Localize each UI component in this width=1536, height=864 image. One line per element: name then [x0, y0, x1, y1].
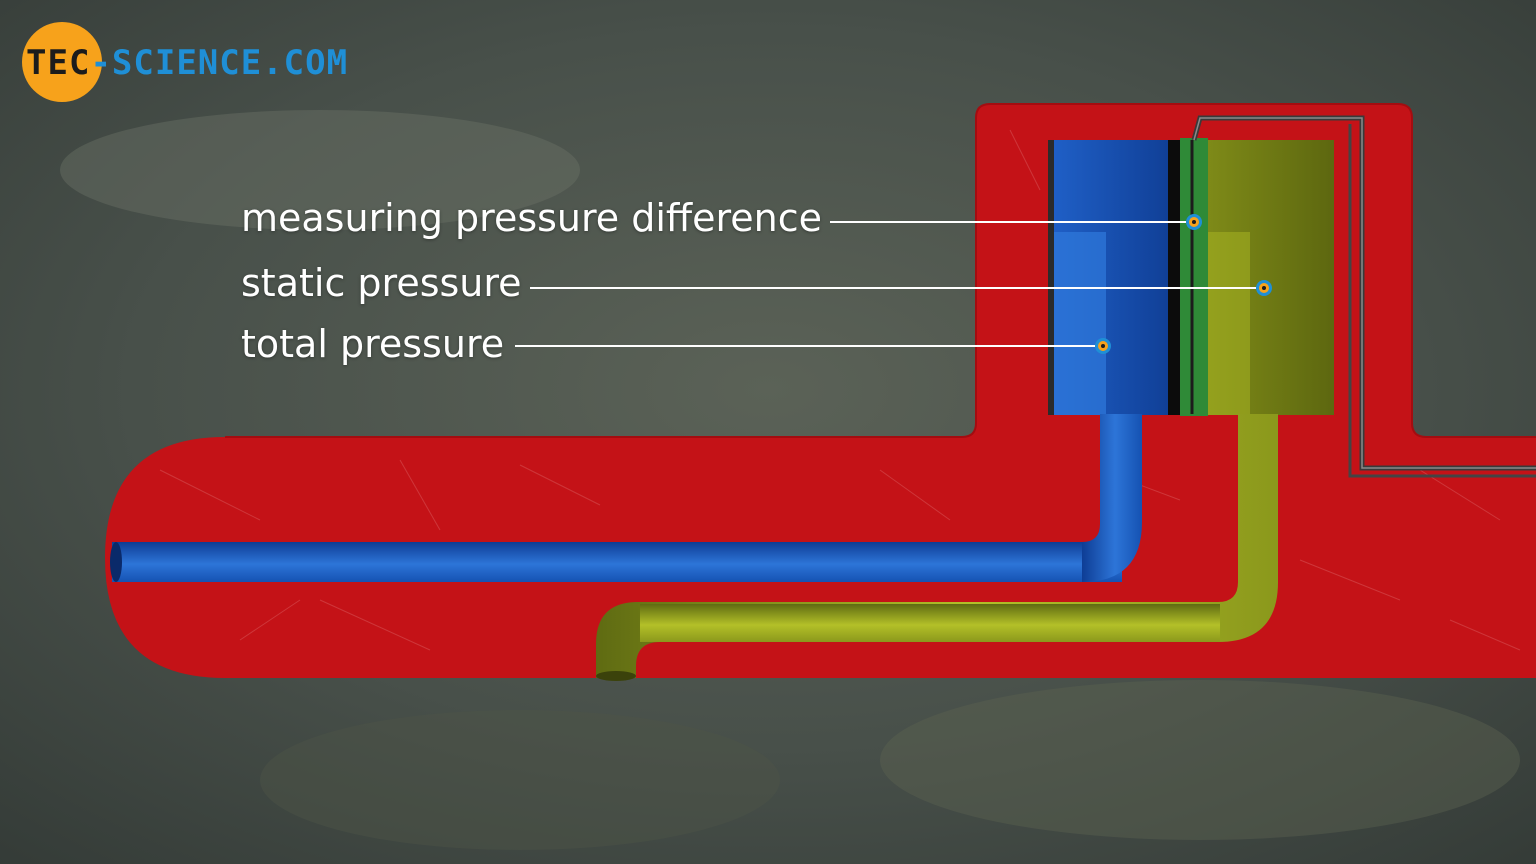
surface-scratches [159, 129, 1521, 651]
label-static-pressure: static pressure [241, 261, 522, 305]
target-marker-icon [1186, 214, 1202, 230]
logo-text: TEC-SCIENCE.COM [26, 43, 348, 83]
site-logo: TEC-SCIENCE.COM [22, 22, 402, 104]
logo-text-part: TE [26, 43, 69, 83]
total-pressure-channel [112, 542, 1122, 582]
label-total-pressure: total pressure [241, 322, 505, 366]
target-marker-icon [1095, 338, 1111, 354]
measuring-membrane [1180, 138, 1208, 416]
logo-circle [22, 22, 102, 102]
target-marker-icon [1256, 280, 1272, 296]
label-measuring-pressure-difference: measuring pressure difference [241, 196, 823, 240]
logo-text-part: -SCIENCE.COM [90, 43, 349, 83]
logo-text-part: C [68, 43, 91, 83]
